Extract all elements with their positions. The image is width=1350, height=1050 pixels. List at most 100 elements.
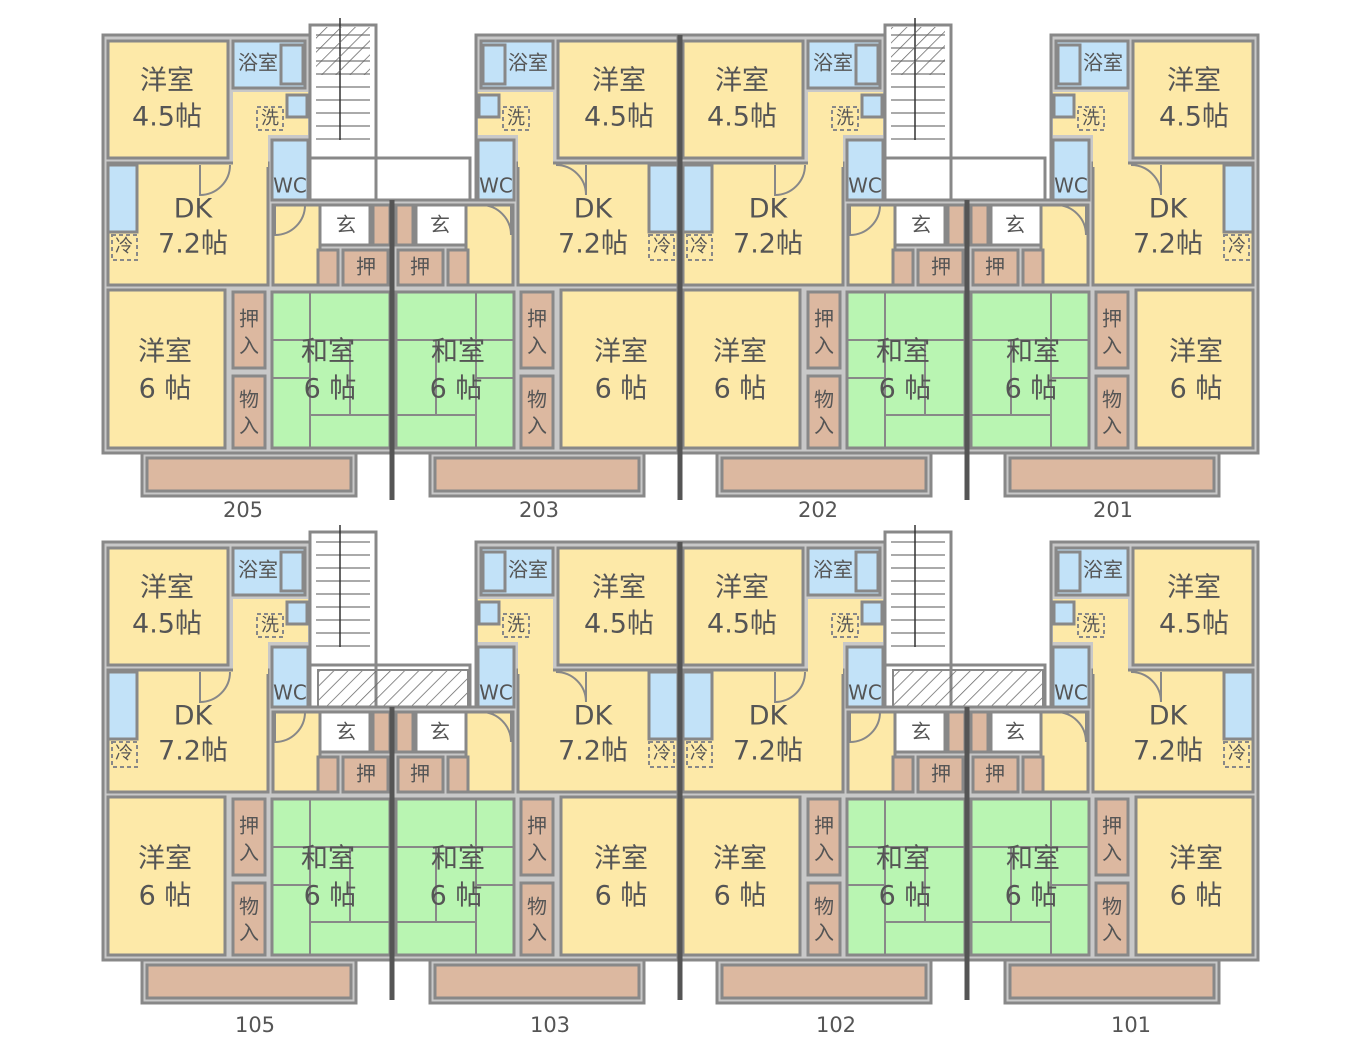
door-swing-icon — [849, 204, 881, 237]
room-label-storage-2: 入 — [527, 414, 547, 438]
entrance — [318, 203, 372, 247]
room-label-fridge: 冷 — [653, 743, 671, 764]
room-label-fridge: 冷 — [115, 236, 133, 257]
room-label-size-4-5: 4.5帖 — [584, 102, 654, 133]
closet-hall — [916, 755, 965, 794]
balcony — [1008, 456, 1216, 493]
room-label-size-4-5: 4.5帖 — [1159, 609, 1229, 640]
toilet-room — [476, 138, 516, 202]
room-label-size-7-2: 7.2帖 — [733, 229, 803, 260]
washer-space — [831, 106, 859, 131]
kitchen-counter — [106, 670, 139, 741]
room-label-storage-1: 物 — [1102, 388, 1122, 412]
balcony — [433, 456, 641, 493]
washbasin — [285, 600, 309, 626]
western-room-4-5 — [556, 546, 680, 667]
shoe-closet — [394, 710, 415, 754]
storage-closet — [1094, 881, 1130, 957]
closet-small — [446, 755, 470, 794]
room-label-closet-2: 入 — [527, 841, 547, 865]
toilet-room — [1051, 138, 1091, 202]
room-label-western: 洋室 — [594, 844, 648, 875]
room-label-size-6: 6 帖 — [879, 374, 932, 405]
room-label-closet-short: 押 — [931, 762, 951, 786]
room-label-size-4-5: 4.5帖 — [1159, 102, 1229, 133]
room-label-entrance: 玄 — [911, 720, 931, 744]
hall — [271, 710, 322, 794]
room-label-dk: DK — [1149, 194, 1189, 225]
room-label-size-7-2: 7.2帖 — [558, 736, 628, 767]
room-label-western: 洋室 — [715, 573, 769, 604]
western-room-4-5 — [556, 39, 680, 160]
room-label-wc: WC — [1054, 174, 1088, 198]
door-swing-icon — [555, 671, 587, 703]
washbasin — [860, 600, 884, 626]
closet-oshiire — [1094, 797, 1130, 877]
room-label-entrance: 玄 — [1005, 213, 1025, 237]
room-label-size-6: 6 帖 — [139, 374, 192, 405]
room-label-entrance: 玄 — [911, 213, 931, 237]
room-label-entrance: 玄 — [430, 213, 450, 237]
fridge-space — [111, 234, 138, 261]
shoe-closet — [371, 710, 392, 754]
room-label-japanese: 和室 — [301, 337, 355, 368]
closet-hall — [341, 248, 390, 287]
bathtub — [279, 550, 305, 593]
room-label-dk: DK — [574, 194, 614, 225]
hatched-landing — [892, 669, 1044, 709]
washbasin — [285, 93, 309, 119]
japanese-room — [969, 797, 1091, 957]
western-room-6 — [681, 795, 802, 957]
bathtub — [481, 550, 507, 593]
washbasin — [477, 600, 501, 626]
room-label-entrance: 玄 — [336, 720, 356, 744]
storage-closet — [1094, 374, 1130, 450]
room-label-bath: 浴室 — [1083, 558, 1123, 582]
room-label-western: 洋室 — [713, 337, 767, 368]
stairwell — [308, 525, 472, 709]
room-label-closet-2: 入 — [1102, 334, 1122, 358]
room-label-closet-short: 押 — [931, 255, 951, 279]
room-label-wash: 洗 — [507, 615, 525, 636]
room-label-size-4-5: 4.5帖 — [132, 609, 202, 640]
closet-oshiire — [1094, 290, 1130, 370]
storage-closet — [806, 881, 842, 957]
room-label-closet-2: 入 — [239, 841, 259, 865]
room-label-storage-2: 入 — [239, 921, 259, 945]
door-swing-icon — [849, 711, 881, 744]
storage-closet — [519, 881, 555, 957]
door-swing-icon — [199, 671, 231, 704]
room-label-wash: 洗 — [261, 615, 279, 636]
room-label-wc: WC — [273, 681, 307, 705]
western-room-6 — [559, 795, 680, 957]
room-label-closet-1: 押 — [1102, 814, 1122, 838]
room-label-japanese: 和室 — [431, 844, 485, 875]
room-label-wc: WC — [1054, 681, 1088, 705]
room-label-size-7-2: 7.2帖 — [733, 736, 803, 767]
room-label-wash: 洗 — [507, 108, 525, 129]
room-label-size-6: 6 帖 — [430, 374, 483, 405]
room-label-size-7-2: 7.2帖 — [558, 229, 628, 260]
room-label-entrance: 玄 — [1005, 720, 1025, 744]
western-room-6 — [1134, 288, 1255, 450]
bathtub — [854, 43, 880, 86]
room-label-dk: DK — [749, 701, 789, 732]
western-room-4-5 — [681, 546, 805, 667]
room-label-dk: DK — [174, 194, 214, 225]
japanese-room — [845, 797, 967, 957]
door-swing-icon — [274, 711, 306, 744]
room-label-storage-1: 物 — [814, 388, 834, 412]
room-label-wc: WC — [273, 174, 307, 198]
washbasin — [1052, 93, 1076, 119]
washer-space — [1077, 613, 1105, 638]
storage-closet — [519, 374, 555, 450]
room-label-closet-1: 押 — [814, 307, 834, 331]
